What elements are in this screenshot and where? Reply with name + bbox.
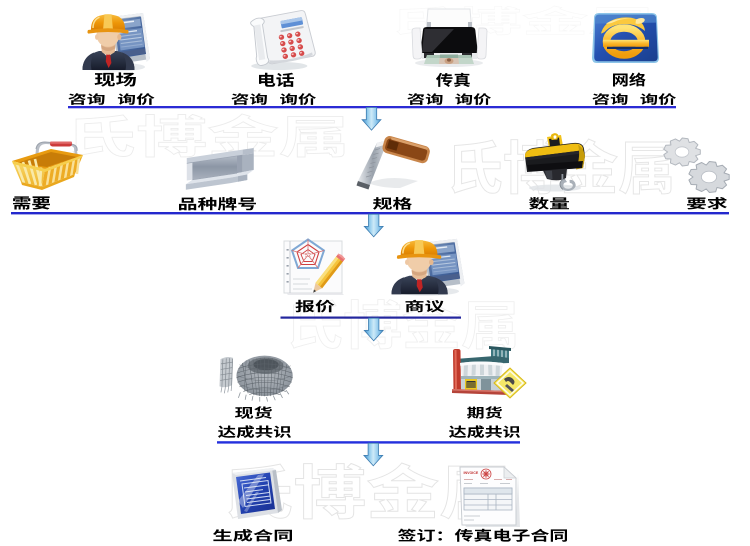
svg-text:52: 52	[305, 253, 311, 259]
svg-text:INVOICE: INVOICE	[464, 471, 479, 475]
